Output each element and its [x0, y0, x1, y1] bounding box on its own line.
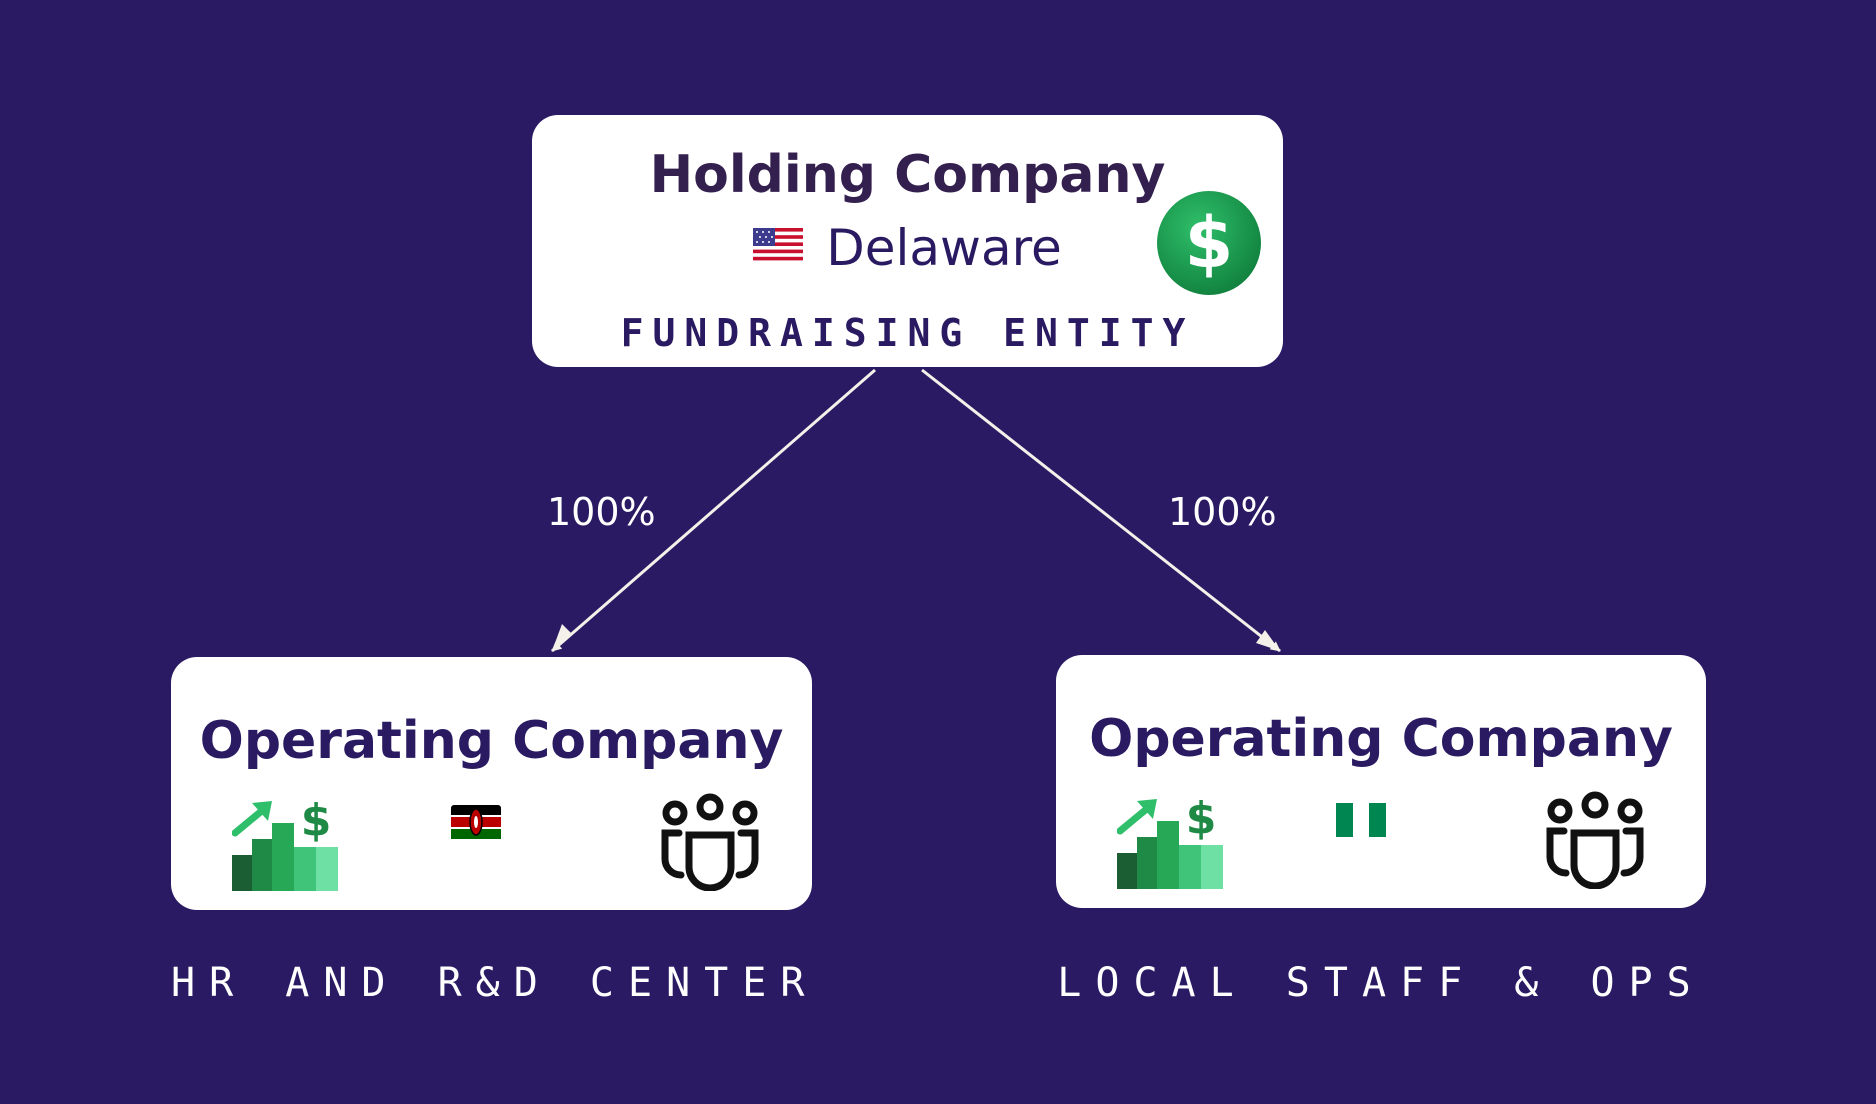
svg-text:$: $	[1185, 202, 1234, 284]
holding-company-title: Holding Company	[649, 145, 1166, 205]
people-group-icon	[1542, 791, 1648, 890]
arrow-to-left-operating	[551, 368, 876, 653]
kenya-flag-icon	[451, 805, 501, 839]
arrow-to-right-operating	[921, 368, 1281, 653]
svg-text:$: $	[1186, 793, 1217, 844]
caption-local-staff-ops: LOCAL STAFF & OPS	[1057, 960, 1705, 1006]
operating-company-title: Operating Company	[199, 711, 784, 771]
growth-chart-icon: $	[1116, 793, 1225, 889]
holding-company-location: Delaware	[532, 219, 1283, 277]
holding-location-text: Delaware	[826, 219, 1062, 277]
operating-company-title: Operating Company	[1089, 709, 1673, 769]
svg-text:$: $	[301, 795, 332, 846]
caption-hr-rd-center: HR AND R&D CENTER	[171, 960, 819, 1006]
people-group-icon	[657, 793, 763, 892]
ownership-label-left: 100%	[547, 490, 656, 534]
dollar-coin-icon: $	[1157, 191, 1261, 295]
ownership-label-right: 100%	[1168, 490, 1277, 534]
us-flag-icon	[753, 228, 804, 268]
holding-company-node: Holding Company Delaware FUNDRAISING ENT…	[532, 115, 1283, 367]
operating-company-node-left: Operating Company $	[171, 657, 812, 910]
operating-company-node-right: Operating Company $	[1056, 655, 1706, 908]
holding-role-label: FUNDRAISING ENTITY	[620, 311, 1195, 355]
nigeria-flag-icon	[1336, 803, 1386, 837]
growth-chart-icon: $	[231, 795, 340, 891]
